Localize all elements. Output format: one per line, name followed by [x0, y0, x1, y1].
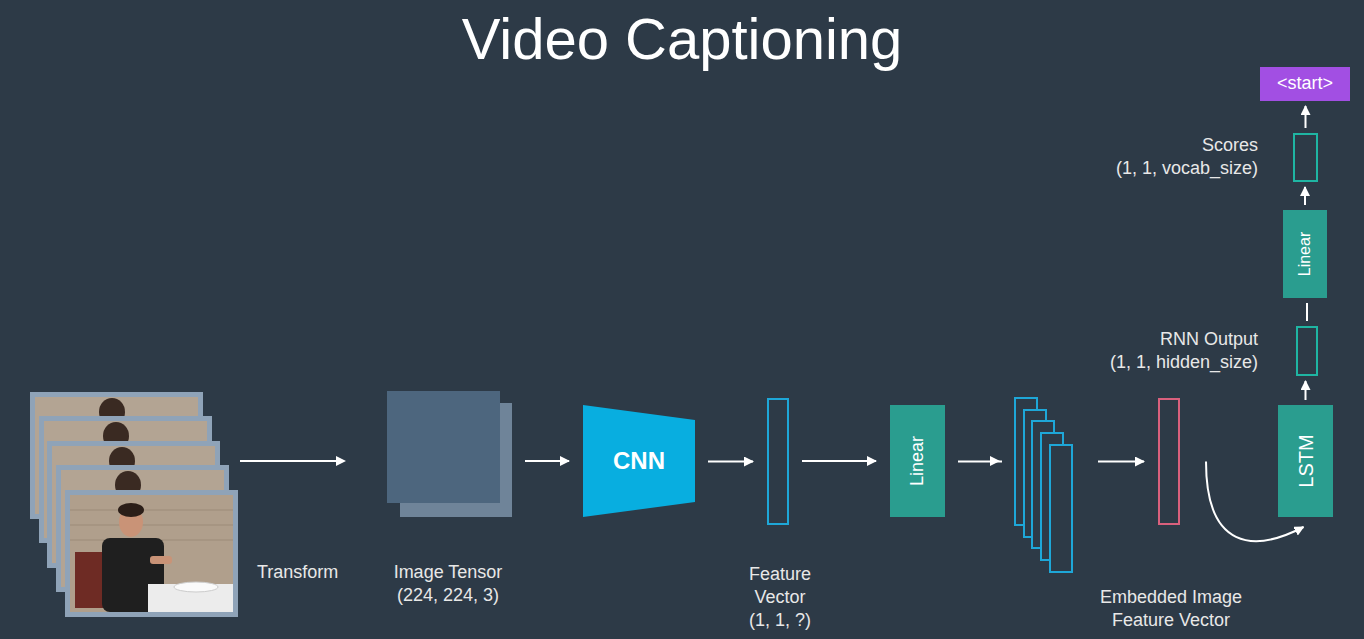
drawing-part	[240, 460, 338, 462]
linear-layer: Linear	[1283, 210, 1327, 298]
tensor-front	[387, 391, 500, 503]
drawing-part	[65, 490, 238, 617]
node-label: Feature Vector(1, 1, ?)	[735, 563, 825, 632]
scores-vector: Scores(1, 1, vocab_size)	[1293, 133, 1318, 182]
video-frame	[65, 490, 238, 617]
node-text: (224, 224, 3)	[383, 584, 513, 607]
flow-arrow	[1305, 381, 1307, 400]
arrow-head	[990, 456, 1000, 466]
node-text: CNN	[613, 447, 665, 476]
flow-arrow	[802, 460, 876, 462]
node-text: Feature Vector	[735, 563, 825, 609]
node-text: (1, 1, vocab_size)	[1058, 157, 1258, 180]
embedded-vector: Embedded Image Feature Vector	[1158, 398, 1180, 525]
transform-arrow	[240, 456, 346, 466]
node-text: Scores	[1058, 134, 1258, 157]
node-text: Embedded Image Feature Vector	[1086, 586, 1256, 632]
node-text: Image Tensor	[383, 561, 513, 584]
tensor-shape	[387, 391, 512, 517]
node-text: <start>	[1277, 73, 1333, 95]
lstm-cell: LSTM	[1278, 405, 1333, 517]
flow-arrow	[525, 460, 569, 462]
drawing-part	[70, 525, 233, 526]
node-label: Image Tensor(224, 224, 3)	[383, 561, 513, 607]
feature-vector: Feature Vector(1, 1, ?)	[767, 398, 789, 525]
node-text: LSTM	[1294, 434, 1318, 487]
cnn-block: CNN	[583, 405, 695, 517]
node-text: (1, 1, ?)	[735, 609, 825, 632]
drawing-part	[70, 495, 233, 612]
flow-arrow	[1305, 106, 1307, 128]
step-label: Transform	[257, 561, 377, 584]
node-text: RNN Output	[1058, 328, 1258, 351]
linear-layer: Linear	[890, 405, 945, 517]
node-text: Linear	[1295, 232, 1314, 276]
drawing-part	[118, 503, 144, 517]
drawing-part	[150, 556, 172, 564]
node-label: RNN Output(1, 1, hidden_size)	[1058, 328, 1258, 374]
trapezoid	[583, 405, 695, 517]
drawing-part	[336, 456, 346, 466]
node-label: Scores(1, 1, vocab_size)	[1058, 134, 1258, 180]
image-tensor: Image Tensor(224, 224, 3)	[387, 391, 512, 517]
drawing-part	[174, 582, 218, 592]
embedding-stack	[1015, 398, 1072, 572]
node-label: Embedded Image Feature Vector	[1086, 586, 1256, 632]
rnn-output: RNN Output(1, 1, hidden_size)	[1296, 326, 1318, 376]
node-text: (1, 1, hidden_size)	[1058, 351, 1258, 374]
video-frames	[30, 392, 238, 617]
drawing-part	[70, 510, 233, 511]
node-text: Linear	[907, 436, 929, 486]
flow-arrow	[1306, 303, 1308, 321]
diagram-title: Video Captioning	[0, 4, 1364, 74]
drawing-part	[1050, 445, 1072, 572]
flow-arrow	[1304, 187, 1306, 205]
flow-arrow	[708, 461, 753, 463]
output-token: <start>	[1260, 67, 1350, 101]
